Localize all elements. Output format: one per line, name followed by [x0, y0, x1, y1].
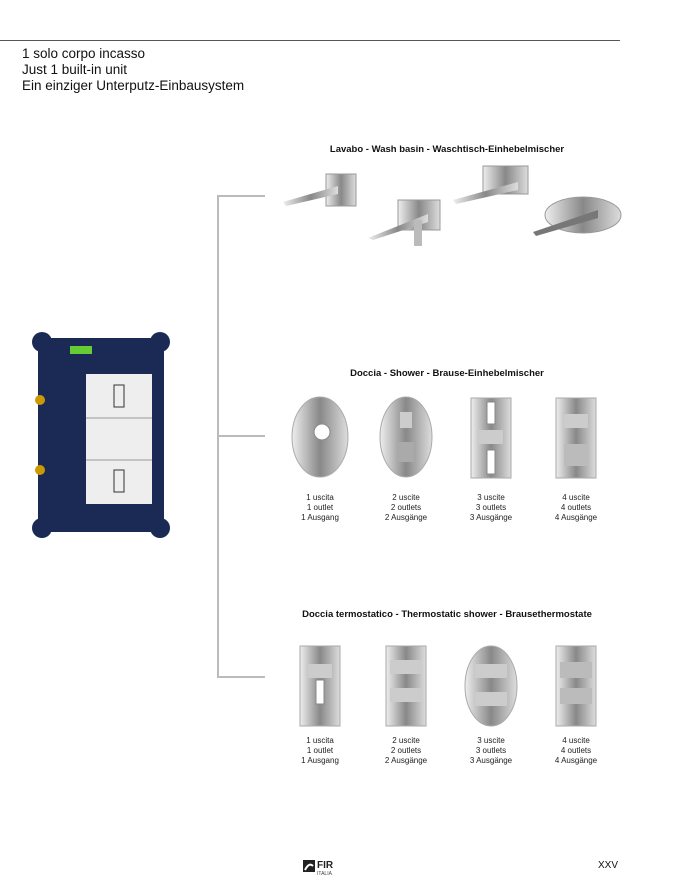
- title-italian: 1 solo corpo incasso: [22, 46, 146, 61]
- built-in-unit-image: [32, 332, 170, 538]
- logo-text-italia: ITALIA: [317, 871, 332, 877]
- title-german: Ein einziger Unterputz-Einbausystem: [22, 78, 245, 93]
- logo-wordmark: FIR ITALIA: [317, 860, 333, 877]
- heading-shower: Doccia - Shower - Brause-Einhebelmischer: [350, 368, 544, 379]
- thermo-4-outlets-image: [555, 645, 597, 727]
- thermo-1-outlet-image: [299, 645, 341, 727]
- page-number: XXV: [597, 860, 618, 871]
- wash-basin-mixers-image: [283, 165, 622, 246]
- bracket-arm-shower: [217, 435, 265, 437]
- shower-mixer-4-outlets-image: [555, 397, 597, 479]
- heading-thermostatic: Doccia termostatico - Thermostatic showe…: [302, 609, 592, 620]
- bracket-arm-thermostatic: [217, 676, 265, 678]
- title-english: Just 1 built-in unit: [22, 62, 128, 77]
- shower-mixer-2-outlets-image: [379, 396, 433, 478]
- logo-text-fir: FIR: [317, 860, 334, 871]
- logo-mark-icon: [303, 860, 315, 872]
- shower-mixer-3-outlets-image: [470, 397, 512, 479]
- thermo-2-outlets-image: [385, 645, 427, 727]
- thermo-3-outlets-image: [464, 645, 518, 727]
- shower-mixer-1-outlet-image: [291, 396, 349, 478]
- bracket-arm-basin: [217, 195, 265, 197]
- heading-wash-basin: Lavabo - Wash basin - Waschtisch-Einhebe…: [329, 144, 565, 155]
- top-rule: [0, 40, 620, 41]
- fir-italia-logo: FIR ITALIA: [303, 860, 333, 877]
